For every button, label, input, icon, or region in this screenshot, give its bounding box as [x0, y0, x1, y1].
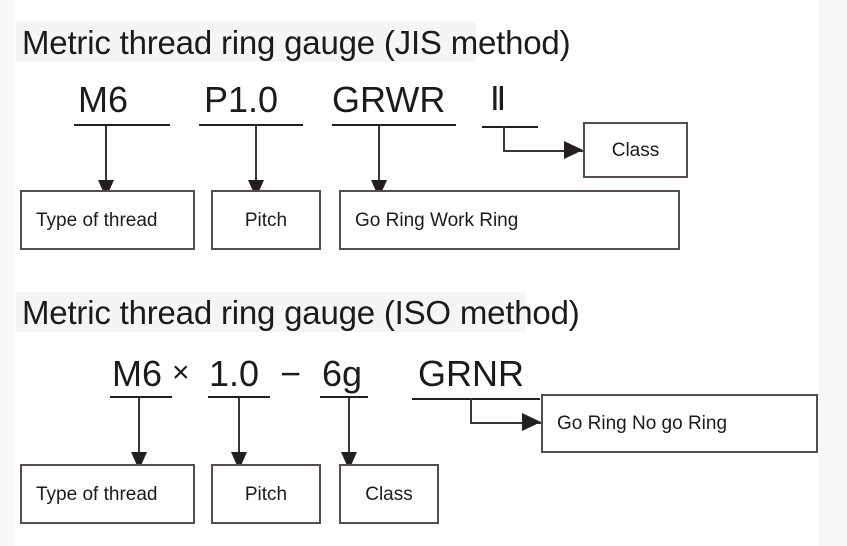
iso-connector-gauge-vertical	[470, 398, 472, 424]
iso-code-class: 6g	[322, 353, 363, 394]
jis-underline-class	[482, 126, 538, 128]
iso-connector-gauge-horizontal	[470, 422, 542, 424]
iso-connector-pitch	[238, 398, 240, 460]
iso-title-highlight	[16, 292, 526, 332]
jis-code-pitch: P1.0	[204, 79, 279, 120]
jis-connector-pitch	[255, 126, 257, 188]
iso-box-class[interactable]: Class	[339, 464, 439, 524]
jis-box-go-ring-work-ring[interactable]: Go Ring Work Ring	[339, 190, 680, 250]
jis-code-gauge-type: GRWR	[332, 79, 446, 120]
iso-arrowhead-gauge-type	[522, 413, 541, 431]
iso-underline-gauge-type	[412, 398, 540, 400]
jis-underline-pitch	[199, 124, 303, 126]
jis-arrowhead-class	[564, 141, 583, 159]
jis-box-type-of-thread[interactable]: Type of thread	[20, 190, 195, 250]
iso-code-pitch: 1.0	[209, 353, 260, 394]
jis-section-title: Metric thread ring gauge (JIS method)	[22, 24, 571, 61]
iso-box-pitch[interactable]: Pitch	[211, 464, 321, 524]
jis-box-class[interactable]: Class	[583, 122, 688, 178]
jis-title-highlight	[16, 22, 476, 62]
jis-connector-type-of-thread	[105, 126, 107, 188]
iso-underline-pitch	[208, 396, 270, 398]
jis-box-pitch[interactable]: Pitch	[211, 190, 321, 250]
iso-code-gauge-type: GRNR	[418, 353, 524, 394]
iso-section-title: Metric thread ring gauge (ISO method)	[22, 294, 580, 331]
jis-underline-gauge-type	[332, 124, 456, 126]
jis-underline-type-of-thread	[74, 124, 170, 126]
jis-code-class-roman-numeral: Ⅱ	[490, 82, 507, 118]
iso-box-type-of-thread[interactable]: Type of thread	[20, 464, 195, 524]
jis-code-type-of-thread: M6	[78, 79, 129, 120]
iso-code-multiplication-sign: ×	[172, 356, 190, 389]
iso-underline-class	[320, 396, 368, 398]
iso-code-dash: −	[280, 353, 302, 394]
iso-underline-type-of-thread	[110, 396, 172, 398]
jis-connector-class-horizontal	[503, 150, 583, 152]
jis-connector-class-vertical	[503, 126, 505, 152]
paper-background	[14, 0, 819, 546]
iso-box-go-ring-no-go-ring[interactable]: Go Ring No go Ring	[541, 394, 818, 453]
iso-connector-type-of-thread	[138, 398, 140, 460]
iso-connector-class	[348, 398, 350, 460]
iso-code-type-of-thread: M6	[112, 353, 163, 394]
jis-connector-gauge-type	[378, 126, 380, 188]
